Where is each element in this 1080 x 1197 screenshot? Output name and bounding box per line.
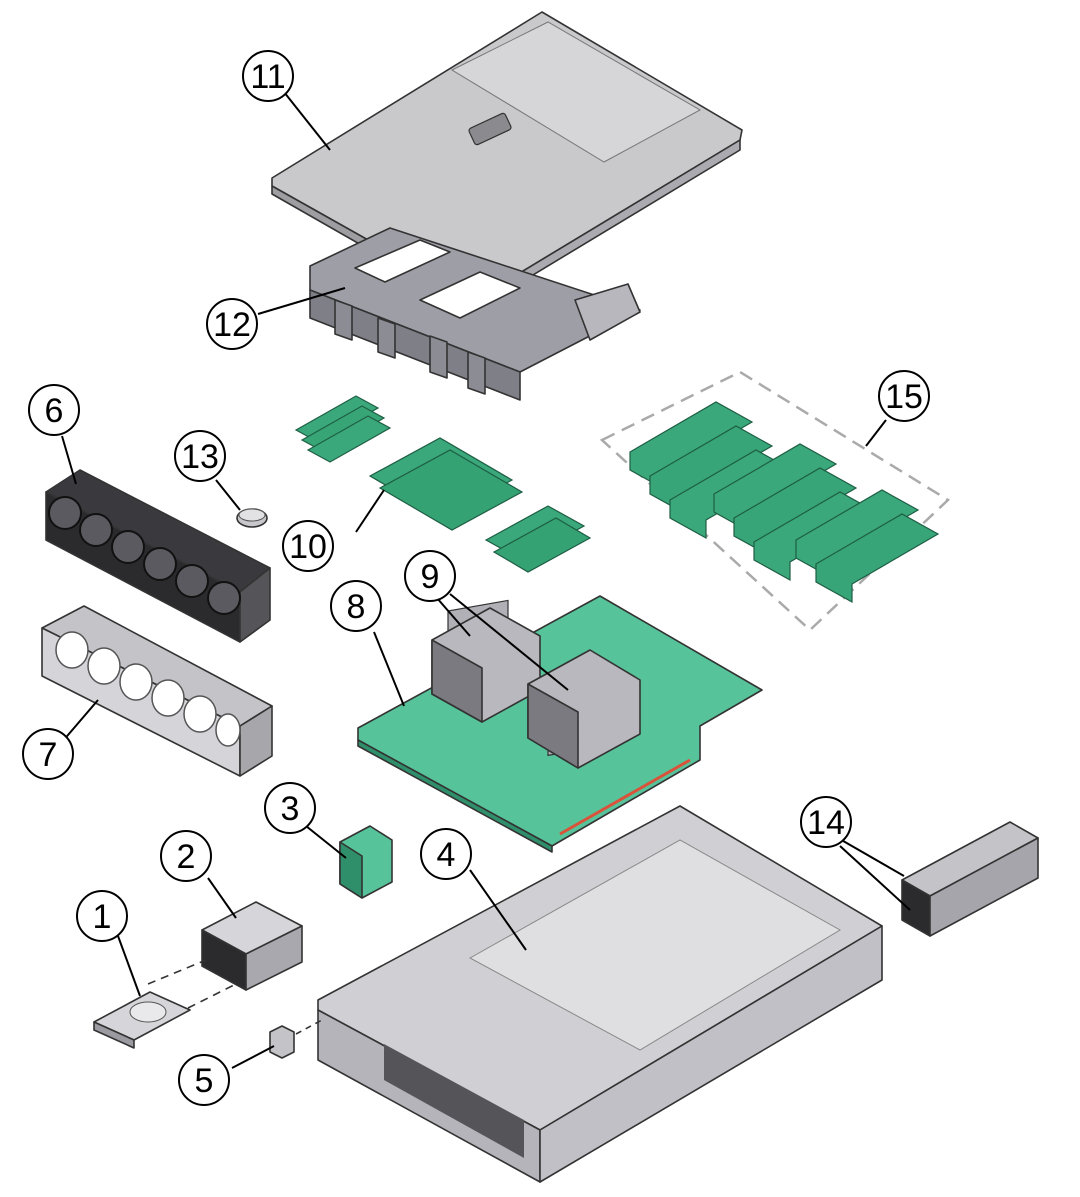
cpu-heatsinks xyxy=(431,607,641,769)
fan-modules xyxy=(45,469,271,643)
callout-6-label: 6 xyxy=(45,392,64,430)
callout-1: 1 xyxy=(76,890,128,942)
callout-5-label: 5 xyxy=(195,1062,214,1100)
system-battery xyxy=(236,508,268,528)
dimm-group-left xyxy=(294,395,392,463)
callout-5: 5 xyxy=(178,1054,230,1106)
disk-backplane xyxy=(339,825,393,899)
callout-9: 9 xyxy=(404,550,456,602)
air-baffle xyxy=(309,227,641,401)
callout-8-label: 8 xyxy=(347,588,366,626)
leader-lines xyxy=(61,91,911,1069)
fan-board-bracket xyxy=(269,1025,295,1059)
chassis xyxy=(317,805,883,1183)
callout-14: 14 xyxy=(800,796,852,848)
callout-8: 8 xyxy=(330,580,382,632)
callout-7-label: 7 xyxy=(39,736,58,774)
dimm-group-center xyxy=(368,437,524,531)
callout-13: 13 xyxy=(174,430,226,482)
callout-10-label: 10 xyxy=(289,528,327,566)
dimm-group-right xyxy=(484,505,592,573)
storage-drives-stack xyxy=(201,901,303,991)
callout-12-label: 12 xyxy=(213,306,251,344)
callout-2: 2 xyxy=(160,830,212,882)
callout-11-label: 11 xyxy=(250,58,285,96)
callout-9-label: 9 xyxy=(421,558,440,596)
callout-4-label: 4 xyxy=(437,836,456,874)
callout-3-label: 3 xyxy=(281,790,300,828)
callout-2-label: 2 xyxy=(177,838,196,876)
storage-drive xyxy=(93,991,191,1049)
callout-13-label: 13 xyxy=(181,438,219,476)
callout-10: 10 xyxy=(282,520,334,572)
callout-1-label: 1 xyxy=(93,898,112,936)
callout-4: 4 xyxy=(420,828,472,880)
callout-3: 3 xyxy=(264,782,316,834)
callout-7: 7 xyxy=(22,728,74,780)
callout-6: 6 xyxy=(28,384,80,436)
pcie-cards-group xyxy=(599,370,951,632)
fan-tray xyxy=(41,605,273,777)
power-supplies xyxy=(901,821,1039,937)
callout-12: 12 xyxy=(206,298,258,350)
callout-14-label: 14 xyxy=(807,804,845,842)
callout-15-label: 15 xyxy=(885,378,923,416)
callout-15: 15 xyxy=(878,370,930,422)
callout-11: 11 xyxy=(242,50,294,102)
